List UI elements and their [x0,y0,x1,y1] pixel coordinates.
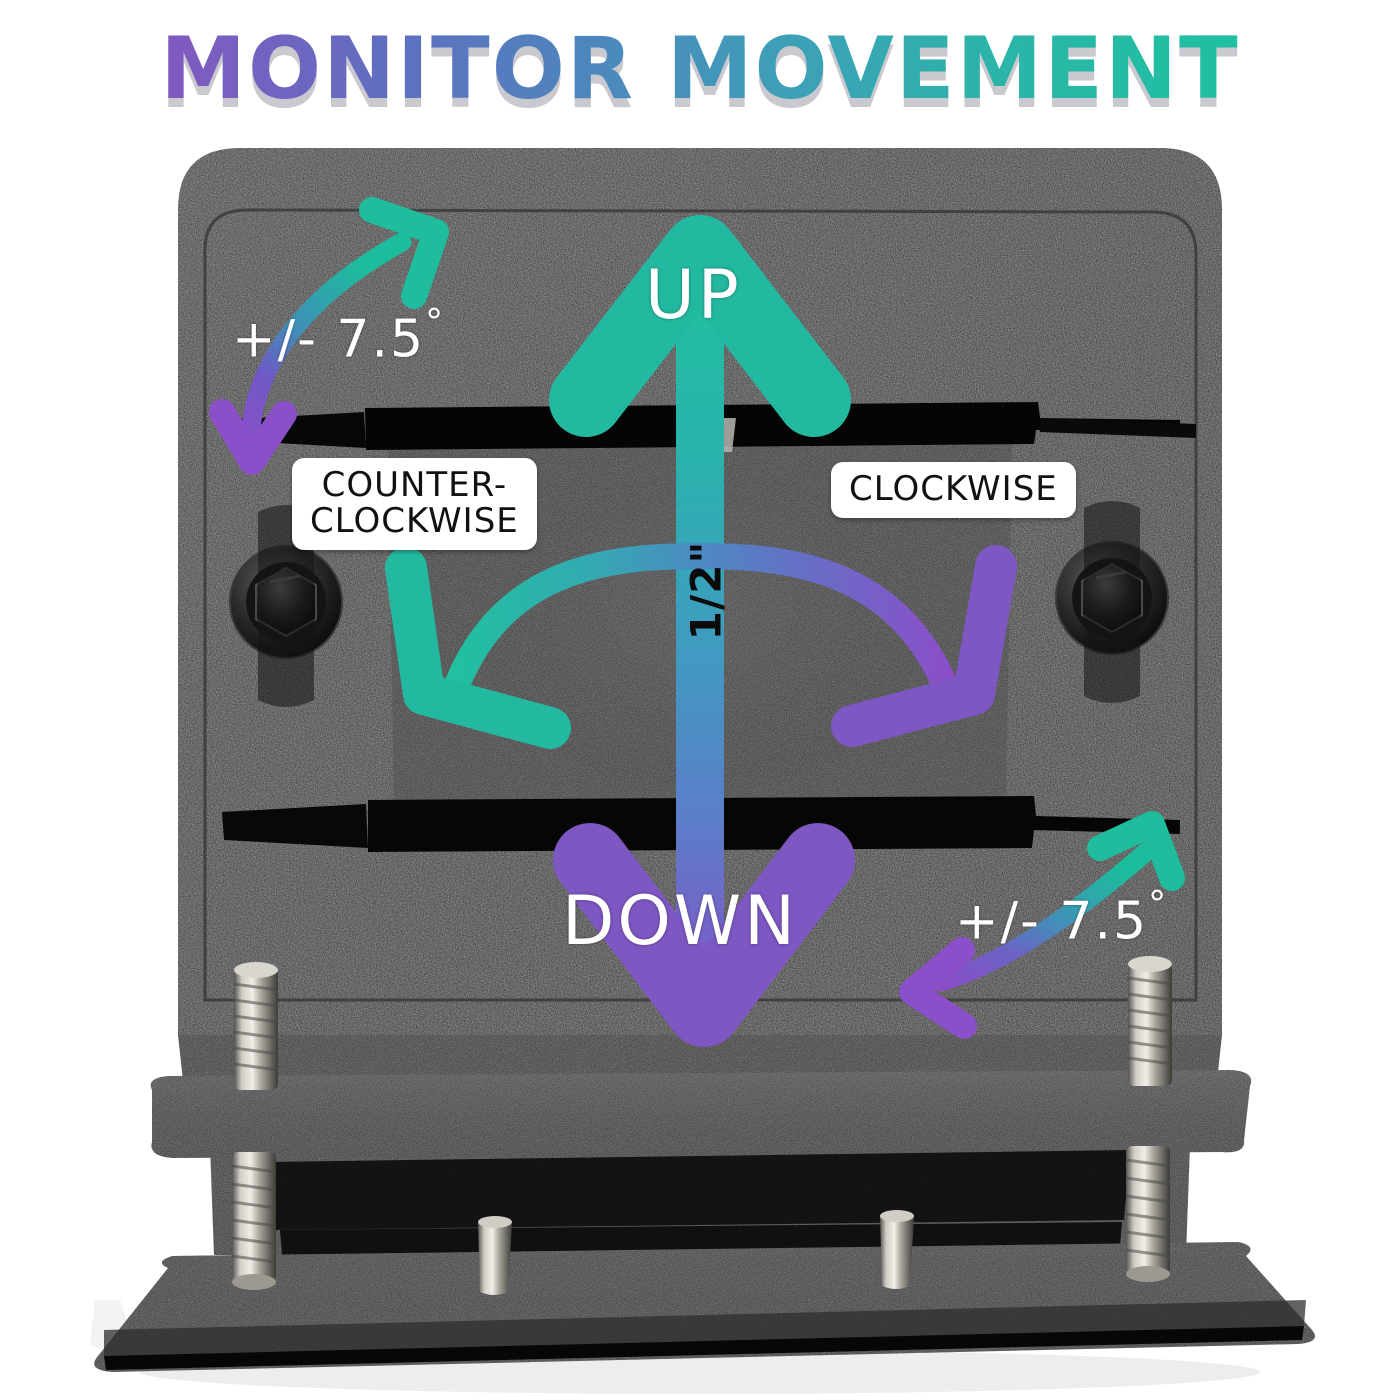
page-title: MONITOR MOVEMENT MONITOR MOVEMENT [0,26,1400,121]
travel-distance-label: 1/2" [681,540,731,641]
down-label: DOWN [562,882,798,961]
base-stud-top-right [1127,956,1173,1086]
clockwise-label: CLOCKWISE [831,462,1076,519]
up-label: UP [645,256,742,335]
counter-clockwise-label: COUNTER- CLOCKWISE [292,458,537,551]
page-title-text: MONITOR MOVEMENT [0,26,1400,112]
base-stud-top-left [233,962,279,1090]
center-stud-left [478,1216,512,1295]
base-stud-bottom-left [231,1152,277,1290]
center-stud-right [880,1210,914,1289]
pivot-bolt-right [1055,501,1169,703]
pivot-bolt-left [229,505,343,707]
base-stud-bottom-right [1125,1146,1171,1282]
tilt-right-degrees-label: +/- 7.5° [955,884,1169,952]
page-title-shadow: MONITOR MOVEMENT [0,35,1400,121]
tilt-left-degrees-label: +/- 7.5° [232,302,446,370]
